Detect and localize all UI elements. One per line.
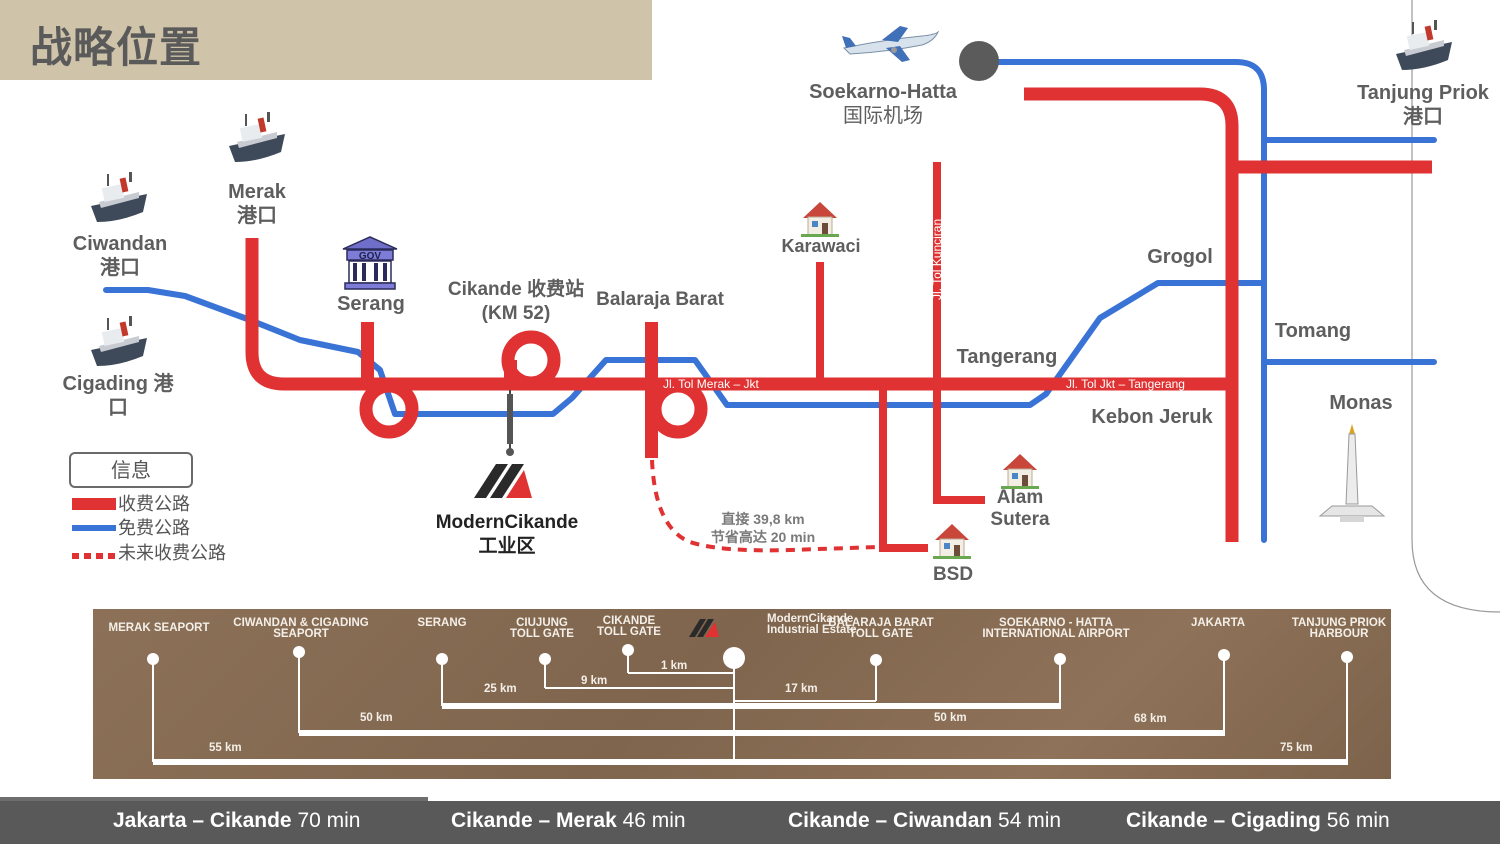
house-icon-karawaci [800,201,840,238]
legend-swatch-free [72,525,116,531]
road-label-kunciran: Jl. Tol Kunciran [930,218,944,300]
legend-title: 信息 [69,452,193,488]
distance-diagram [147,619,1353,765]
free-road-airport [987,59,1267,543]
label-karawaci: Karawaci [781,236,861,256]
legend-item-free: 免费公路 [118,518,190,539]
legend-item-future: 未来收费公路 [118,543,226,564]
distance-68km: 68 km [1134,713,1167,725]
legend-item-toll: 收费公路 [118,494,190,515]
travel-time-jakarta-cikande: Jakarta – Cikande 70 min [113,809,361,832]
ship-icon-merak [229,112,285,162]
estate-logo-small [689,619,719,637]
toll-branches [816,162,985,552]
page-title: 战略位置 [30,23,203,72]
label-cigading: Cigading 港口 [62,373,174,419]
stop-serang: SERANG [417,617,467,629]
interchange-balaraja [645,322,708,458]
distance-55km: 55 km [209,742,242,754]
distance-9km: 9 km [581,675,608,687]
government-building-icon: GOV [342,236,398,290]
house-icon-bsd [932,523,972,560]
label-grogol: Grogol [1147,246,1213,268]
ship-icon-cigading [91,316,147,366]
airplane-icon [842,26,940,62]
label-tangerang: Tangerang [956,346,1058,368]
future-toll-road [650,459,879,553]
label-balaraja: Balaraja Barat [596,289,724,310]
monas-monument-icon [1318,424,1386,522]
interchange-cikande [501,330,561,456]
decorative-curve [1411,0,1500,613]
road-label-jkt-tangerang: Jl. Tol Jkt – Tangerang [1066,377,1185,391]
distance-17km: 17 km [785,683,818,695]
ship-icon-ciwandan [91,172,147,222]
house-icon-alam-sutera [1000,453,1040,490]
ship-icon-priok [1396,20,1452,70]
distance-25km: 25 km [484,683,517,695]
label-kebon-jeruk: Kebon Jeruk [1091,406,1213,428]
label-bsd: BSD [932,564,974,585]
toll-road-merak-jkt [245,238,1234,391]
road-label-merak-jkt: Jl. Tol Merak – Jkt [663,377,759,391]
bottom-accent [0,797,428,801]
distance-50km-west: 50 km [360,712,393,724]
airport-hub [959,41,999,81]
toll-bsd [879,384,928,552]
legend-swatch-toll [72,498,116,510]
distance-1km: 1 km [661,660,688,672]
label-cikande-toll: Cikande 收费站(KM 52) [447,279,585,324]
travel-time-cikande-cigading: Cikande – Cigading 56 min [1126,809,1390,832]
label-tomang: Tomang [1274,320,1352,342]
label-serang: Serang [337,293,405,315]
label-monas: Monas [1329,392,1393,414]
travel-time-cikande-merak: Cikande – Merak 46 min [451,809,686,832]
distance-75km: 75 km [1280,742,1313,754]
toll-road-airport [1024,87,1239,542]
gov-badge: GOV [359,251,382,262]
title-band [0,0,652,80]
distance-50km-east: 50 km [934,712,967,724]
moderncikande-logo [474,464,532,498]
toll-kunciran-south [933,384,985,504]
travel-time-bar [0,801,1500,844]
interchange-serang [359,322,419,439]
stop-merak: MERAK SEAPORT [108,622,210,634]
travel-time-cikande-ciwandan: Cikande – Ciwandan 54 min [788,809,1062,832]
stop-jakarta: JAKARTA [1190,617,1246,629]
toll-roads [245,87,1432,542]
